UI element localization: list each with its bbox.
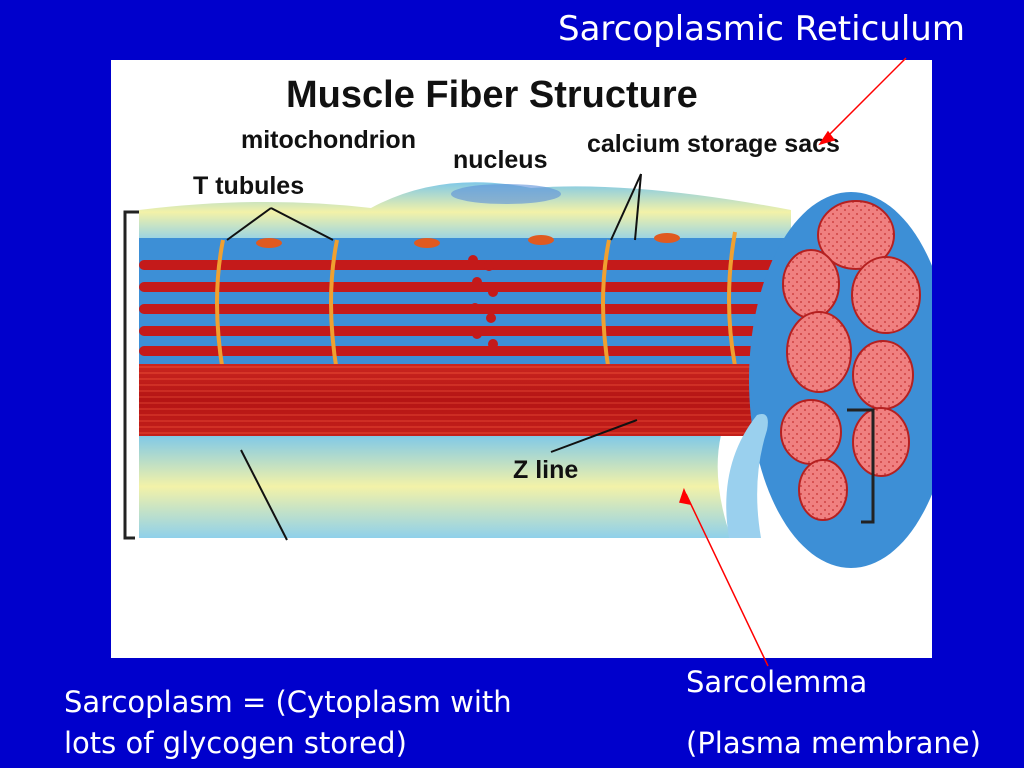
nucleus-label: nucleus [453, 146, 548, 174]
myofibril-strands [139, 260, 799, 356]
t-tubules-label: T tubules [193, 172, 305, 200]
z-disc-lattice [468, 255, 498, 349]
sarcoplasm-definition-line-2: lots of glycogen stored) [64, 726, 407, 760]
t-tubules [215, 231, 737, 373]
mitochondria [256, 233, 680, 248]
nucleus-shape [451, 184, 561, 204]
label-leader-lines [226, 173, 642, 541]
sarcoplasm-definition-line-1: Sarcoplasm = (Cytoplasm with [64, 685, 512, 719]
myofibril-cross-sections [780, 200, 921, 521]
plasma-membrane-label: (Plasma membrane) [686, 726, 981, 760]
z-line-label: Z line [513, 456, 579, 484]
reticulum-band [139, 238, 799, 364]
muscle-fiber-illustration [123, 173, 932, 568]
muscle-fiber-figure: Muscle Fiber Structure mitochondrion nuc… [111, 60, 932, 658]
upper-membrane [139, 182, 791, 242]
sarcoplasmic-reticulum-label: Sarcoplasmic Reticulum [558, 9, 965, 49]
right-bracket [847, 408, 875, 524]
mitochondrion-label: mitochondrion [241, 126, 416, 154]
figure-title: Muscle Fiber Structure [286, 74, 698, 116]
calcium-storage-sacs-label: calcium storage sacs [587, 130, 840, 158]
sarcolemma-surface [139, 435, 731, 538]
left-bracket [123, 210, 147, 540]
sarcolemma-label: Sarcolemma [686, 665, 868, 699]
